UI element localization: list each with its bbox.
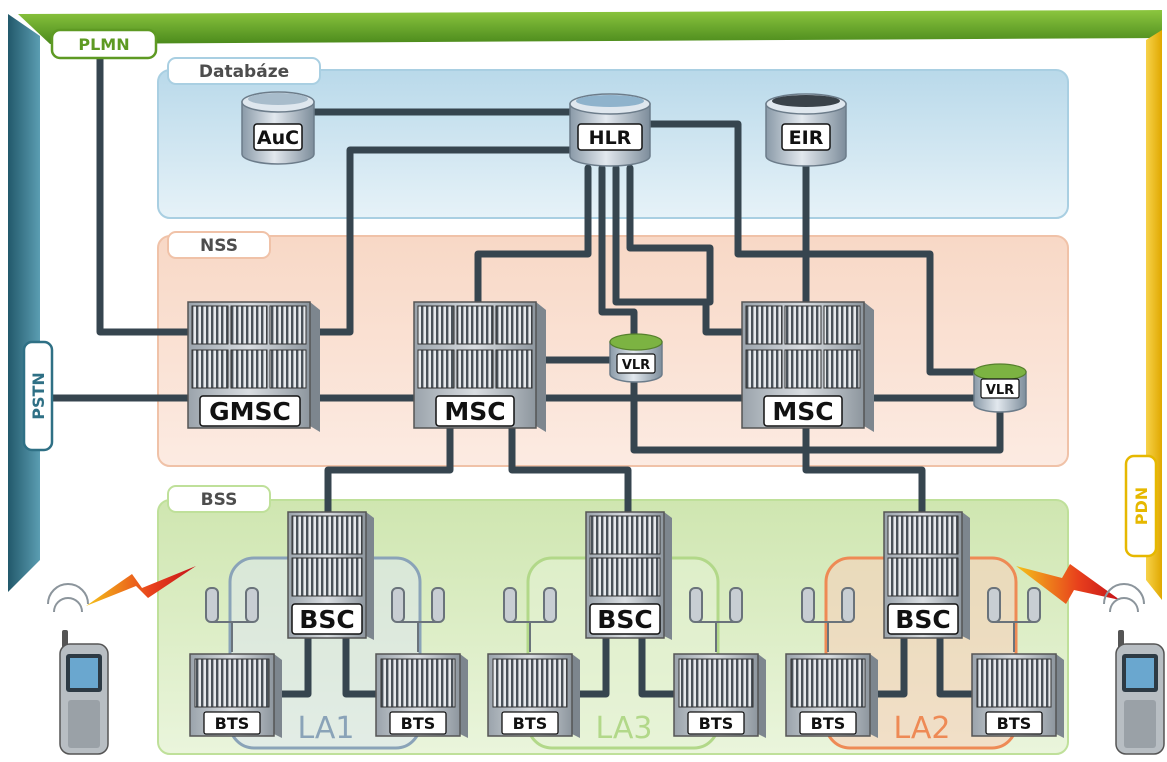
plmn-label: PLMN [78, 35, 129, 54]
bsc-controller-3: BSC [883, 511, 970, 640]
msc-switch-2: MSC [741, 301, 874, 432]
pdn-tag: PDN [1124, 454, 1158, 558]
bts-station-4: BTS [673, 587, 766, 738]
bts-label-1: BTS [215, 714, 250, 733]
vlr-label-1: VLR [622, 358, 650, 373]
msc-switch-1: MSC [413, 301, 546, 432]
nss-zone-label: NSS [200, 236, 238, 256]
bsc-label-3: BSC [895, 605, 950, 634]
databases-zone-label: Databáze [199, 62, 289, 82]
mobile-phone-icon-left [47, 583, 109, 755]
bsc-controller-1: BSC [287, 511, 374, 640]
plmn-bar [18, 10, 1162, 44]
msc-label-2: MSC [772, 397, 833, 426]
bsc-label-2: BSC [597, 605, 652, 634]
antenna-icon [205, 587, 259, 652]
eir-label: EIR [789, 127, 824, 149]
bss-zone-tag: BSS [167, 485, 271, 513]
bts-label-4: BTS [699, 714, 734, 733]
antenna-icon [987, 587, 1041, 652]
la2-label: LA2 [893, 711, 950, 746]
la3-label: LA3 [595, 711, 652, 746]
bsc-controller-2: BSC [585, 511, 672, 640]
network-links [40, 46, 1004, 698]
bts-station-3: BTS [487, 587, 580, 738]
antenna-icon [503, 587, 557, 652]
auc-label: AuC [257, 127, 299, 149]
pstn-bar [8, 14, 40, 592]
antenna-icon [689, 587, 743, 652]
antenna-icon [391, 587, 445, 652]
bts-label-6: BTS [997, 714, 1032, 733]
databases-zone-tag: Databáze [167, 57, 321, 85]
la1-label: LA1 [297, 711, 354, 746]
hlr-label: HLR [589, 127, 632, 149]
vlr-label-2: VLR [986, 383, 1014, 398]
bts-label-3: BTS [513, 714, 548, 733]
pdn-label: PDN [1132, 487, 1151, 525]
bts-station-6: BTS [971, 587, 1064, 738]
bts-label-2: BTS [401, 714, 436, 733]
bts-label-5: BTS [811, 714, 846, 733]
plmn-tag: PLMN [50, 28, 158, 60]
antenna-icon [801, 587, 855, 652]
auc-database: AuC [241, 91, 315, 165]
bss-zone-label: BSS [201, 490, 238, 510]
hlr-database: HLR [569, 93, 651, 167]
nss-zone-tag: NSS [167, 231, 271, 259]
gmsc-label: GMSC [209, 397, 291, 426]
vlr-database-1: VLR [609, 333, 663, 383]
eir-database: EIR [765, 93, 847, 167]
bts-station-5: BTS [785, 587, 878, 738]
msc-label-1: MSC [444, 397, 505, 426]
gmsc-switch: GMSC [187, 301, 320, 432]
vlr-database-2: VLR [973, 363, 1027, 413]
radio-link-bolt-right [1016, 564, 1120, 604]
bts-station-2: BTS [375, 587, 468, 738]
pstn-label: PSTN [29, 372, 48, 420]
bts-station-1: BTS [189, 587, 282, 738]
mobile-phone-icon-right [1103, 583, 1165, 755]
pstn-tag: PSTN [22, 340, 54, 452]
bsc-label-1: BSC [299, 605, 354, 634]
